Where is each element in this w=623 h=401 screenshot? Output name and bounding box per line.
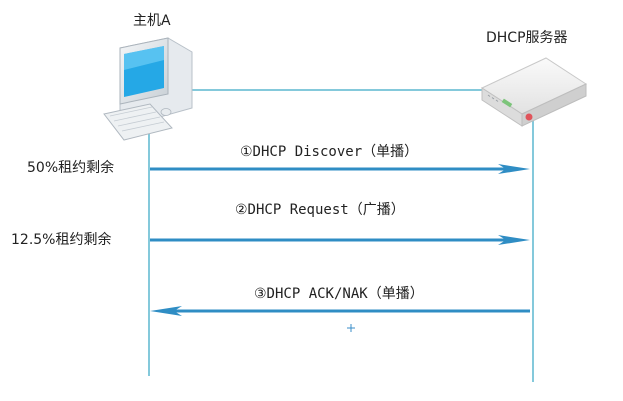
lease-50-label: 50%租约剩余 [27, 160, 115, 176]
lease-12-5-label: 12.5%租约剩余 [11, 232, 112, 248]
arrow-discover [150, 164, 530, 174]
message-request-label: ②DHCP Request（广播） [235, 202, 405, 218]
server-icon [480, 57, 588, 127]
message-ack-nak-label: ③DHCP ACK/NAK（单播） [254, 286, 424, 302]
computer-icon [103, 37, 193, 141]
arrow-ack-nak [150, 306, 530, 316]
server-label: DHCP服务器 [486, 30, 568, 46]
cursor-cross-icon [347, 324, 355, 332]
arrow-request [150, 235, 530, 245]
host-label: 主机A [133, 13, 171, 29]
message-discover-label: ①DHCP Discover（单播） [240, 144, 419, 160]
